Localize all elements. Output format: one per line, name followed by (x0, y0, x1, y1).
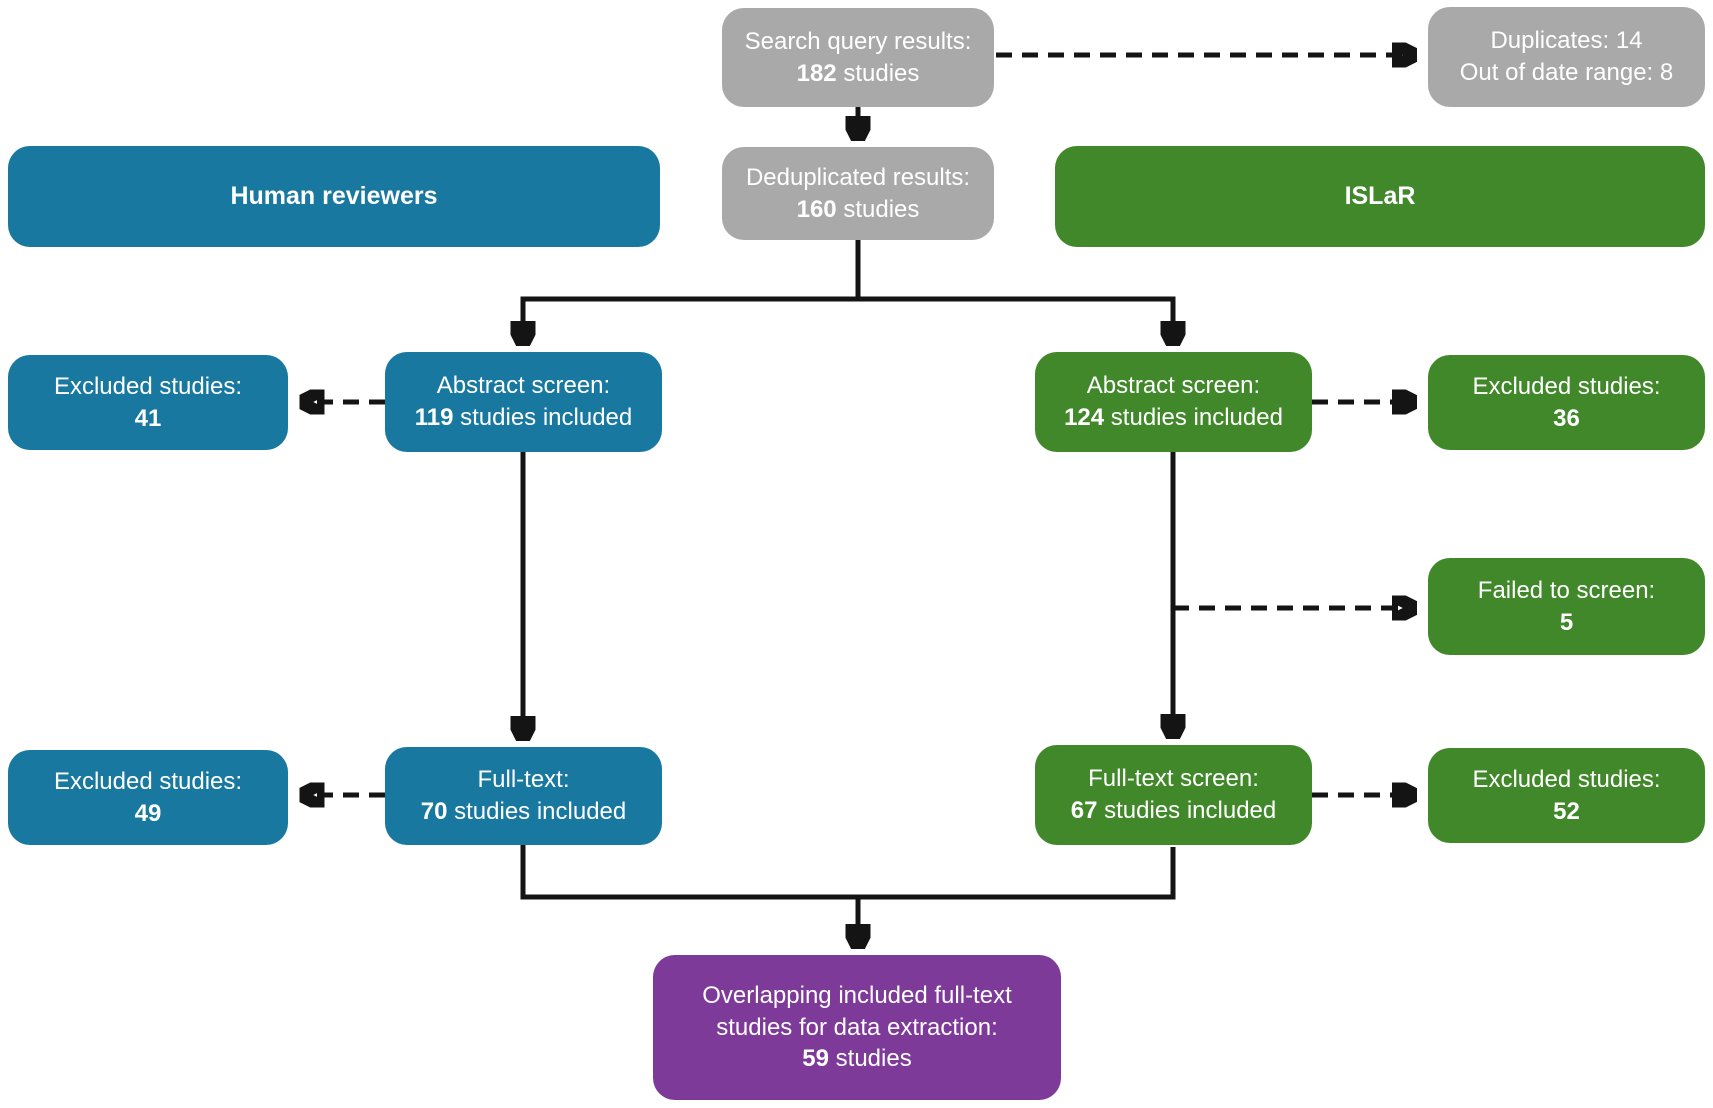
excluded-text: Excluded studies: 36 (1472, 371, 1660, 435)
failed-text: Failed to screen: 5 (1478, 575, 1655, 639)
fulltext-text: Full-text screen: 67 studies included (1071, 763, 1277, 827)
box-count-line: 36 (1472, 403, 1660, 435)
box-suffix: studies included (460, 404, 633, 431)
final-line1: Overlapping included full-text (702, 981, 1012, 1009)
duplicates-line2: Out of date range: 8 (1459, 59, 1674, 86)
box-title: Search query results: (744, 27, 972, 55)
box-value: 124 (1064, 404, 1105, 431)
fulltext-text: Full-text: 70 studies included (421, 764, 627, 828)
excluded-abstract-islar-box: Excluded studies: 36 (1428, 355, 1705, 450)
abstract-screen-text: Abstract screen: 119 studies included (415, 370, 633, 434)
excluded-text: Excluded studies: 41 (54, 371, 242, 435)
box-value: 160 (796, 195, 837, 223)
box-title: Excluded studies: (53, 372, 243, 400)
dedup-text: Deduplicated results: 160 studies (746, 162, 970, 226)
box-value: 59 (802, 1045, 829, 1073)
final-text: Overlapping included full-text studies f… (702, 980, 1012, 1076)
final-overlap-box: Overlapping included full-text studies f… (653, 955, 1061, 1100)
abstract-screen-islar-box: Abstract screen: 124 studies included (1035, 352, 1312, 452)
excluded-text: Excluded studies: 49 (54, 766, 242, 830)
header-label: Human reviewers (230, 181, 438, 210)
box-value: 70 (420, 798, 448, 825)
box-count-line: 59 studies (702, 1043, 1012, 1075)
box-suffix: studies included (454, 798, 627, 825)
excluded-fulltext-islar-box: Excluded studies: 52 (1428, 748, 1705, 843)
search-results-box: Search query results: 182 studies (722, 8, 994, 107)
abstract-screen-human-box: Abstract screen: 119 studies included (385, 352, 662, 452)
box-value: 49 (134, 799, 162, 827)
box-count-line: 182 studies (745, 58, 972, 90)
box-suffix: studies included (1110, 404, 1283, 431)
box-value: 41 (134, 404, 162, 432)
box-title: Excluded studies: (1472, 372, 1661, 400)
duplicates-box: Duplicates: 14 Out of date range: 8 (1428, 7, 1705, 107)
duplicates-line1: Duplicates: 14 (1490, 27, 1643, 55)
box-title: Excluded studies: (53, 767, 243, 795)
human-reviewers-header: Human reviewers (8, 146, 660, 247)
fulltext-human-box: Full-text: 70 studies included (385, 747, 662, 845)
duplicates-text: Duplicates: 14 Out of date range: 8 (1460, 25, 1673, 89)
box-count-line: 70 studies included (421, 796, 627, 828)
box-count-line: 41 (54, 403, 242, 435)
box-suffix: studies (843, 195, 920, 223)
box-title: Full-text screen: (1088, 765, 1259, 793)
final-line2: studies for data extraction: (716, 1013, 998, 1041)
box-count-line: 124 studies included (1064, 402, 1283, 434)
box-suffix: studies (843, 59, 920, 87)
failed-to-screen-box: Failed to screen: 5 (1428, 558, 1705, 655)
box-title: Deduplicated results: (745, 163, 971, 191)
box-count-line: 5 (1478, 607, 1655, 639)
box-count-line: 119 studies included (415, 402, 633, 434)
header-label: ISLaR (1344, 181, 1416, 210)
box-title: Excluded studies: (1472, 765, 1661, 793)
box-value: 119 (414, 404, 454, 431)
box-title: Abstract screen: (436, 372, 611, 400)
box-count-line: 160 studies (746, 194, 970, 226)
box-value: 67 (1070, 797, 1098, 824)
abstract-screen-text: Abstract screen: 124 studies included (1064, 370, 1283, 434)
box-suffix: studies (835, 1045, 912, 1073)
box-value: 5 (1559, 608, 1574, 636)
box-title: Failed to screen: (1477, 576, 1656, 604)
excluded-text: Excluded studies: 52 (1472, 764, 1660, 828)
excluded-abstract-human-box: Excluded studies: 41 (8, 355, 288, 450)
box-count-line: 49 (54, 798, 242, 830)
fulltext-islar-box: Full-text screen: 67 studies included (1035, 745, 1312, 845)
box-value: 52 (1553, 797, 1580, 825)
box-title: Full-text: (477, 766, 570, 794)
box-title: Abstract screen: (1086, 372, 1261, 400)
deduplicated-results-box: Deduplicated results: 160 studies (722, 147, 994, 240)
excluded-fulltext-human-box: Excluded studies: 49 (8, 750, 288, 845)
box-value: 182 (796, 59, 837, 87)
box-suffix: studies included (1104, 797, 1277, 824)
search-results-text: Search query results: 182 studies (745, 26, 972, 90)
islar-header: ISLaR (1055, 146, 1705, 247)
box-count-line: 67 studies included (1071, 795, 1277, 827)
box-count-line: 52 (1472, 796, 1660, 828)
box-value: 36 (1553, 404, 1580, 432)
